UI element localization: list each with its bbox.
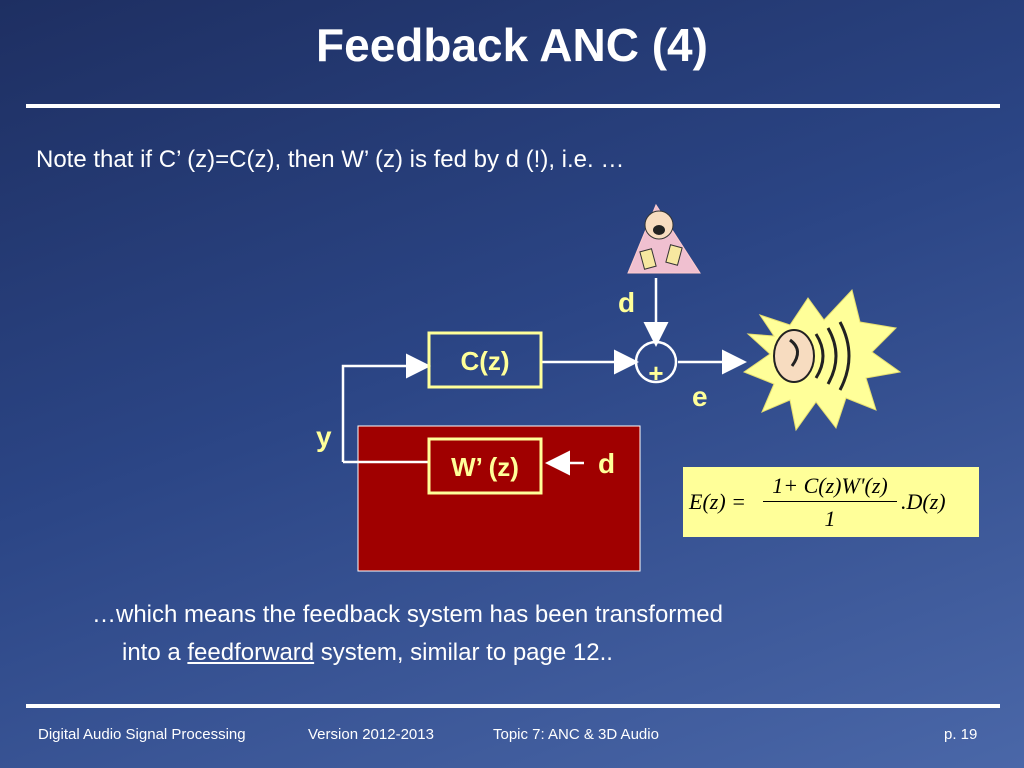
w-block — [427, 437, 543, 495]
footer-page: p. 19 — [944, 726, 978, 743]
title-divider — [26, 104, 1000, 108]
feedforward-term: feedforward — [187, 639, 315, 666]
w-block-label: W’ (z) — [451, 452, 519, 482]
footer-topic: Topic 7: ANC & 3D Audio — [493, 726, 659, 743]
label-d-right: d — [598, 448, 615, 479]
conclusion-line-2: into a feedforward system, similar to pa… — [92, 634, 723, 672]
summing-junction — [634, 340, 678, 384]
sum-sign: + — [648, 358, 663, 388]
c-block-label: C(z) — [460, 346, 509, 376]
label-d-top: d — [618, 287, 635, 318]
ear-icon — [742, 288, 902, 432]
footer-course: Digital Audio Signal Processing — [38, 726, 246, 743]
label-e: e — [692, 381, 708, 412]
equation-fraction: 1+ C(z)W'(z) 1 — [763, 473, 897, 532]
conclusion-line-1: …which means the feedback system has bee… — [92, 601, 723, 628]
c-block — [427, 331, 543, 389]
note-text: Note that if C’ (z)=C(z), then W’ (z) is… — [36, 146, 625, 173]
equation-rhs: .D(z) — [901, 489, 946, 514]
footer-version: Version 2012-2013 — [308, 726, 434, 743]
slide-title: Feedback ANC (4) — [316, 19, 708, 71]
footer-divider — [26, 704, 1000, 708]
conclusion-text: …which means the feedback system has bee… — [92, 596, 723, 672]
equation-denominator: 1 — [824, 506, 836, 531]
y-feedback-line — [341, 353, 431, 462]
label-y: y — [316, 421, 332, 452]
equation-numerator: 1+ C(z)W'(z) — [763, 473, 897, 502]
speaker-icon — [627, 203, 701, 274]
conclusion-line-2-post: system, similar to page 12.. — [314, 639, 613, 666]
conclusion-line-2-pre: into a — [122, 639, 188, 666]
transformed-region — [357, 425, 641, 572]
equation-box: E(z) = 1+ C(z)W'(z) 1 .D(z) — [683, 467, 979, 537]
equation-lhs: E(z) = — [689, 489, 746, 514]
